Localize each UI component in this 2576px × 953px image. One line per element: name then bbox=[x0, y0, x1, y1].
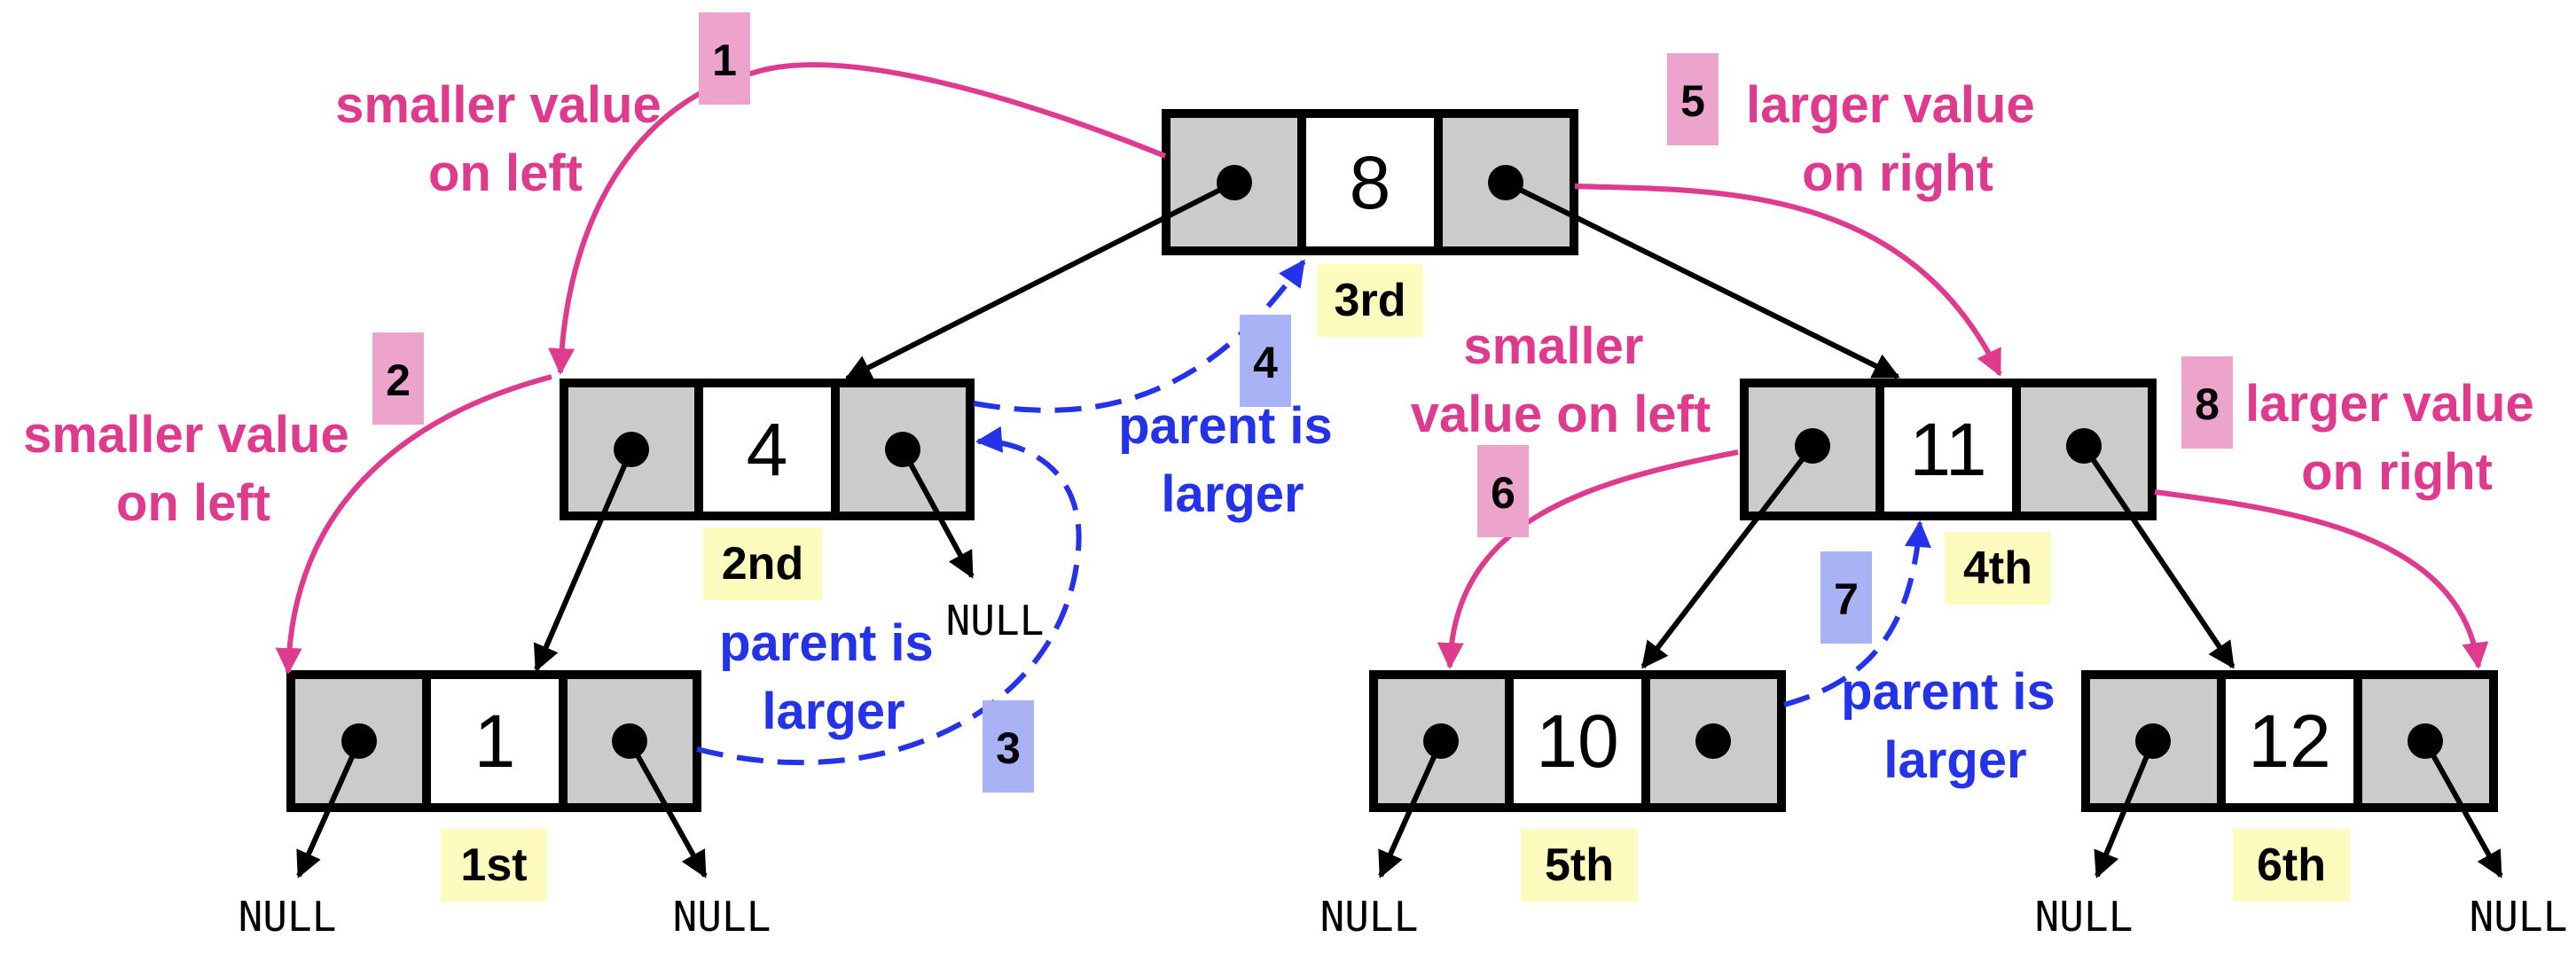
traversal-arrow-3 bbox=[696, 426, 1082, 766]
step-badge-3: 3 bbox=[983, 700, 1034, 793]
traversal-arrow-2 bbox=[275, 374, 552, 675]
svg-text:4th: 4th bbox=[1963, 543, 2032, 594]
svg-text:6: 6 bbox=[1491, 468, 1515, 518]
null-edge-4-right bbox=[900, 448, 975, 579]
step-8-annotation: larger value on right bbox=[2245, 375, 2549, 501]
order-badge-4th: 4th bbox=[1945, 532, 2051, 605]
order-badge-2nd: 2nd bbox=[703, 527, 822, 600]
node-value: 4 bbox=[747, 408, 788, 491]
step-7-annotation: parent is larger bbox=[1841, 663, 2070, 789]
order-badge-3rd: 3rd bbox=[1317, 264, 1423, 337]
null-edge-1-right bbox=[627, 739, 708, 879]
node-value: 11 bbox=[1909, 408, 1986, 491]
null-edge-12-left bbox=[2094, 739, 2156, 879]
svg-text:1: 1 bbox=[712, 35, 737, 85]
step-badge-8: 8 bbox=[2181, 356, 2233, 449]
step-badge-6: 6 bbox=[1477, 445, 1529, 537]
node-value: 1 bbox=[474, 699, 516, 783]
step-badge-7: 7 bbox=[1820, 551, 1872, 644]
step-6-annotation: smaller value on left bbox=[1411, 317, 1711, 443]
right-pointer-dot bbox=[1695, 723, 1731, 759]
step-2-annotation: smaller value on left bbox=[23, 406, 364, 532]
child-edge-11-12 bbox=[2081, 444, 2235, 669]
step-badge-2: 2 bbox=[372, 332, 424, 425]
child-edge-11-10 bbox=[1640, 444, 1815, 669]
child-edge-8-11 bbox=[1504, 180, 1900, 379]
tree-node-8: 8 bbox=[1162, 109, 1578, 255]
svg-text:5: 5 bbox=[1680, 76, 1705, 126]
step-badge-4: 4 bbox=[1240, 315, 1291, 407]
node-value: 10 bbox=[1536, 699, 1618, 783]
step-badge-5: 5 bbox=[1667, 53, 1719, 145]
order-badge-5th: 5th bbox=[1521, 829, 1638, 902]
traversal-arrow-6 bbox=[1437, 449, 1739, 669]
traversal-arrow-8 bbox=[2154, 489, 2489, 669]
order-badge-6th: 6th bbox=[2233, 829, 2350, 902]
svg-text:3: 3 bbox=[996, 723, 1021, 773]
svg-text:2: 2 bbox=[386, 355, 411, 405]
step-3-annotation: parent is larger bbox=[719, 614, 948, 740]
node-value: 8 bbox=[1350, 141, 1391, 224]
step-badge-1: 1 bbox=[699, 12, 750, 105]
step-4-annotation: parent is larger bbox=[1118, 397, 1347, 523]
step-5-annotation: larger value on right bbox=[1746, 76, 2049, 202]
null-label: NULL bbox=[2035, 893, 2134, 941]
null-label: NULL bbox=[946, 597, 1045, 644]
child-edge-8-4 bbox=[844, 180, 1236, 381]
tree-node-12: 12 bbox=[2081, 670, 2498, 812]
null-label: NULL bbox=[239, 893, 337, 941]
traversal-arrow-7 bbox=[1783, 520, 1931, 707]
null-label: NULL bbox=[2470, 893, 2568, 941]
svg-text:1st: 1st bbox=[460, 840, 527, 891]
svg-text:4: 4 bbox=[1253, 338, 1278, 387]
traversal-arrow-4 bbox=[973, 259, 1306, 413]
traversal-arrow-1 bbox=[548, 62, 1167, 375]
tree-node-10: 10 bbox=[1369, 670, 1786, 812]
svg-text:2nd: 2nd bbox=[722, 538, 803, 590]
tree-node-11: 11 bbox=[1740, 379, 2157, 520]
traversal-arrow-5 bbox=[1574, 184, 2002, 377]
null-label: NULL bbox=[1320, 893, 1419, 941]
tree-node-1: 1 bbox=[286, 670, 701, 812]
svg-text:3rd: 3rd bbox=[1335, 275, 1406, 326]
svg-text:6th: 6th bbox=[2257, 840, 2326, 891]
null-label: NULL bbox=[673, 893, 771, 941]
child-edge-4-1 bbox=[533, 448, 634, 672]
null-edge-12-right bbox=[2423, 739, 2503, 879]
svg-text:7: 7 bbox=[1834, 574, 1859, 624]
step-1-annotation: smaller value on left bbox=[335, 76, 676, 202]
tree-node-4: 4 bbox=[560, 379, 975, 520]
null-edge-10-left bbox=[1378, 739, 1444, 879]
order-badge-1st: 1st bbox=[441, 829, 547, 902]
node-value: 12 bbox=[2248, 699, 2330, 783]
svg-text:8: 8 bbox=[2195, 379, 2220, 429]
svg-text:5th: 5th bbox=[1545, 840, 1614, 891]
null-edge-1-left bbox=[296, 739, 362, 879]
